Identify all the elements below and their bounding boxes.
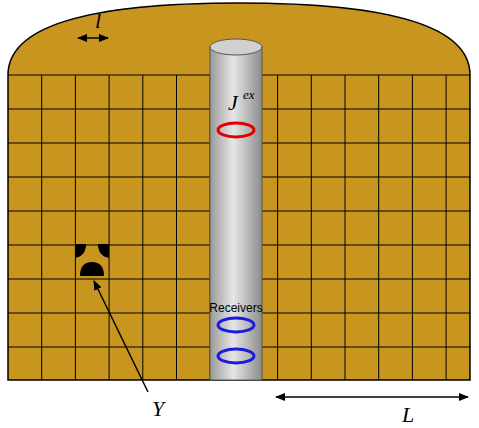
grid-line <box>109 75 110 380</box>
grid-line <box>277 75 278 380</box>
source-current-superscript: ex <box>243 88 255 101</box>
inclusion <box>75 244 109 276</box>
cell-size-label: l <box>95 10 101 32</box>
formation <box>8 3 470 380</box>
inclusion-label: Y <box>152 398 164 420</box>
receiver-loop <box>218 349 254 363</box>
receivers-label: Receivers <box>209 302 262 314</box>
borehole <box>210 47 262 380</box>
source-loop <box>218 123 254 137</box>
borehole-top <box>210 39 262 55</box>
domain-size-arrow <box>276 396 468 398</box>
grid-line <box>75 75 76 380</box>
grid-line <box>176 75 177 380</box>
grid-line <box>345 75 346 380</box>
domain-size-label: L <box>402 404 414 426</box>
grid-line <box>412 75 413 380</box>
cell-size-arrow <box>78 37 108 39</box>
grid-line <box>311 75 312 380</box>
grid-line <box>378 75 379 380</box>
grid-line <box>41 75 42 380</box>
leader-line <box>94 281 148 392</box>
receiver-loop <box>218 318 254 332</box>
grid-line <box>142 75 143 380</box>
grid-line <box>446 75 447 380</box>
